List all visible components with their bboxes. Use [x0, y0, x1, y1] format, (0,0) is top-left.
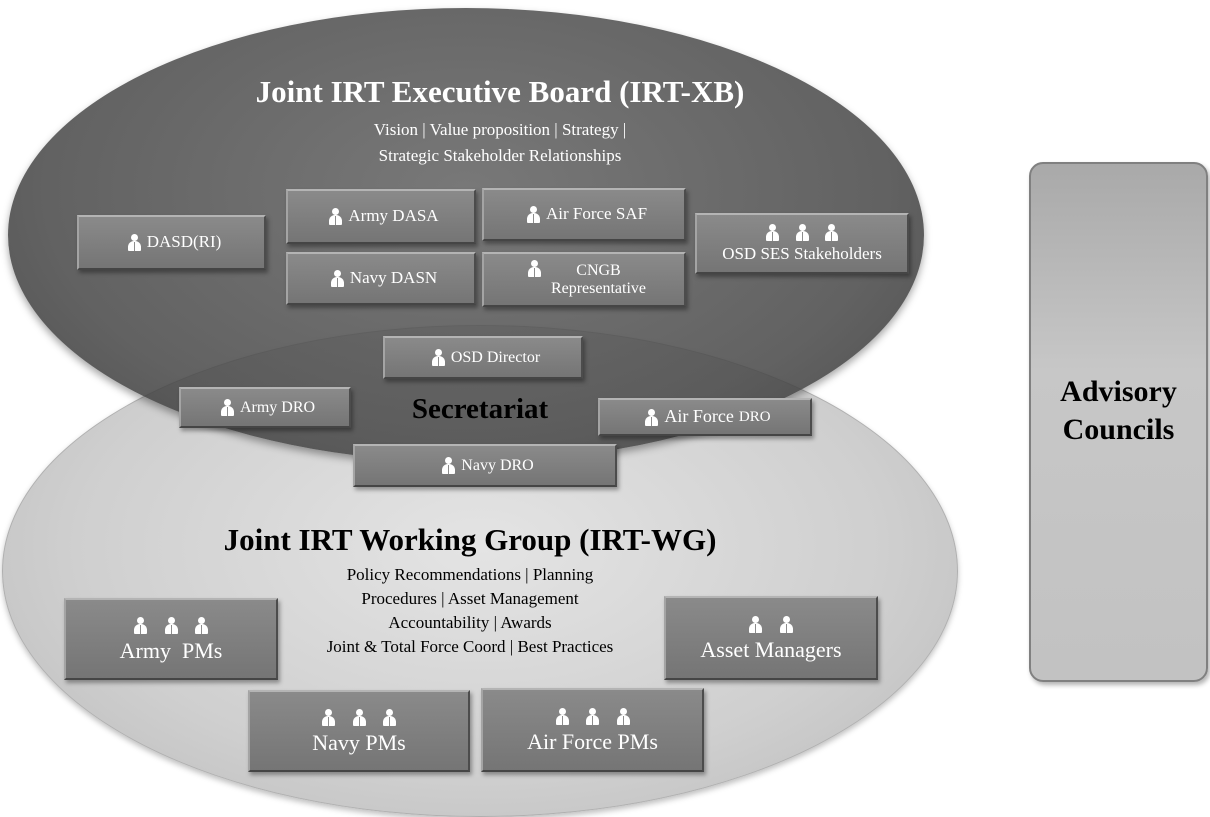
person-icon — [526, 206, 540, 223]
person-icon — [766, 223, 780, 241]
person-icon — [329, 208, 343, 225]
member-box-osd-director: OSD Director — [383, 336, 583, 379]
member-label-air-force: Air Force — [664, 406, 734, 427]
member-label-osd-ses-stakeholders: OSD SES Stakeholders — [722, 243, 882, 263]
member-box-army-pms: Army PMs — [64, 598, 278, 680]
person-icon — [555, 708, 569, 726]
executive-board-subtitle-line1: Vision | Value proposition | Strategy | — [373, 120, 627, 139]
working-group-subtitle-line3: Accountability | Awards — [388, 613, 552, 632]
person-icon — [616, 708, 630, 726]
member-label-army-pms: Army PMs — [119, 638, 223, 664]
member-label-navy-pms: Navy PMs — [312, 730, 406, 756]
member-label-navy-dro: Navy DRO — [461, 456, 534, 474]
person-icon — [164, 617, 178, 635]
person-icon — [352, 709, 366, 727]
member-box-navy-dasn: Navy DASN — [286, 252, 476, 305]
person-icon — [442, 457, 456, 474]
member-box-army-dasa: Army DASA — [286, 189, 476, 244]
person-icon — [383, 709, 396, 727]
person-icon — [195, 617, 208, 635]
member-label-army-dasa: Army DASA — [348, 206, 439, 226]
member-label-representative: Representative — [550, 279, 647, 297]
working-group-subtitle-line2: Procedures | Asset Management — [361, 589, 579, 608]
member-label-osd-director: OSD Director — [450, 348, 541, 366]
member-box-air-force-dro: Air Force DRO — [598, 398, 812, 436]
member-box-asset-managers: Asset Managers — [664, 596, 878, 680]
member-box-osd-ses-stakeholders: OSD SES Stakeholders — [695, 213, 909, 274]
member-box-navy-dro: Navy DRO — [353, 444, 617, 487]
person-icon — [134, 617, 147, 635]
person-icon — [586, 708, 599, 726]
advisory-councils-label-line1: Advisory — [1060, 375, 1177, 408]
person-icon — [127, 234, 141, 251]
person-icon — [824, 223, 838, 241]
member-label-dro: DRO — [738, 408, 771, 425]
member-label-asset-managers: Asset Managers — [700, 637, 842, 663]
advisory-councils-label-line2: Councils — [1062, 413, 1175, 446]
person-icon — [795, 223, 809, 241]
person-icon — [779, 616, 793, 634]
member-box-cngb-representative: CNGB Representative — [482, 252, 686, 307]
member-label-dasd-ri: DASD(RI) — [146, 232, 222, 252]
person-icon — [322, 709, 335, 727]
person-icon — [431, 349, 445, 366]
person-icon — [527, 260, 541, 277]
member-box-air-force-saf: Air Force SAF — [482, 188, 686, 241]
person-icon — [749, 616, 763, 634]
working-group-title: Joint IRT Working Group (IRT-WG) — [223, 522, 717, 557]
person-icon — [220, 399, 234, 416]
member-box-navy-pms: Navy PMs — [248, 690, 470, 772]
member-label-air-force-saf: Air Force SAF — [545, 204, 648, 224]
working-group-subtitle-line4: Joint & Total Force Coord | Best Practic… — [326, 637, 614, 656]
person-icon — [645, 408, 659, 426]
person-icon — [330, 270, 344, 287]
member-label-navy-dasn: Navy DASN — [349, 268, 438, 288]
member-box-army-dro: Army DRO — [179, 387, 351, 428]
member-box-air-force-pms: Air Force PMs — [481, 688, 704, 772]
executive-board-title: Joint IRT Executive Board (IRT-XB) — [255, 74, 745, 109]
executive-board-subtitle-line2: Strategic Stakeholder Relationships — [378, 146, 622, 165]
member-label-air-force-pms: Air Force PMs — [527, 729, 658, 755]
member-label-cngb: CNGB — [576, 261, 621, 279]
secretariat-title: Secretariat — [411, 393, 549, 425]
member-box-dasd-ri: DASD(RI) — [77, 215, 266, 270]
advisory-councils-box: Advisory Councils — [1029, 162, 1208, 682]
working-group-subtitle-line1: Policy Recommendations | Planning — [346, 565, 594, 584]
member-label-army-dro: Army DRO — [239, 398, 316, 416]
